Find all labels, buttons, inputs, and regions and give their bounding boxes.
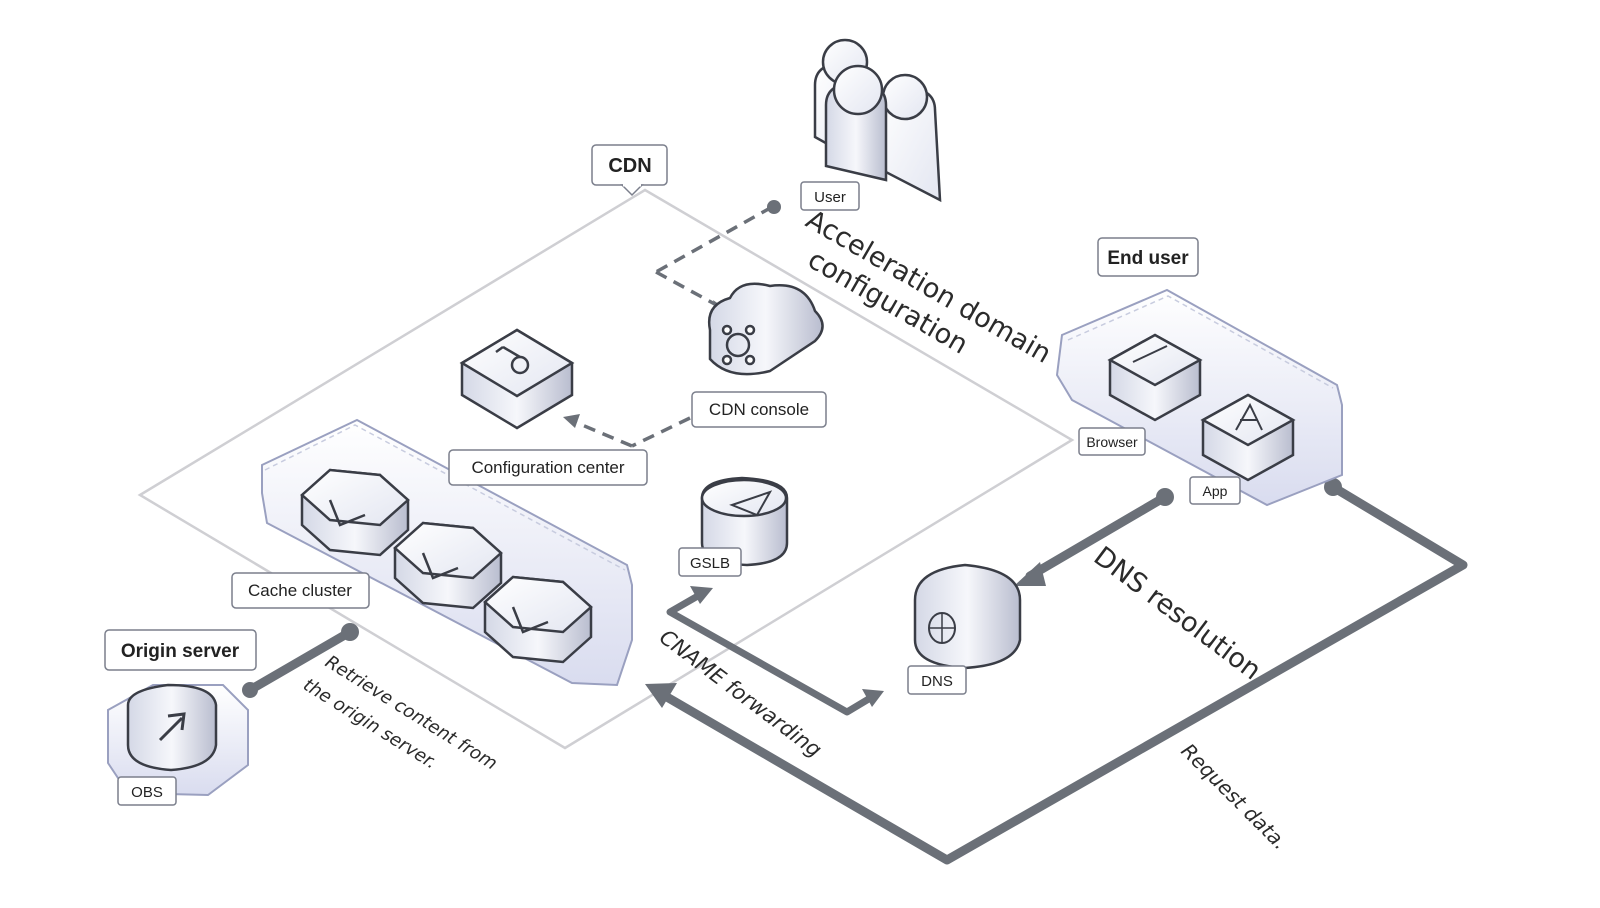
dashed-connectors: [574, 205, 773, 448]
cache-cluster-label: Cache cluster: [231, 572, 370, 609]
obs-label: OBS: [117, 776, 177, 806]
cache-node-icons: [300, 468, 593, 664]
configuration-center-label: Configuration center: [448, 449, 648, 486]
obs-label-text: OBS: [131, 784, 163, 801]
dns-icon: [913, 563, 1022, 670]
callouts: CDN User End user CDN console Configurat…: [104, 144, 1241, 806]
cache-cluster-label-text: Cache cluster: [248, 581, 352, 600]
configuration-center-icon: [459, 328, 575, 430]
dns-label: DNS: [907, 665, 967, 695]
cache-node-1-icon: [300, 468, 410, 557]
request-data-caption: Request data.: [1176, 739, 1292, 855]
browser-icon: [1107, 333, 1203, 422]
user-label-text: User: [814, 189, 846, 206]
cache-node-2-icon: [393, 521, 503, 610]
cdn-console-label-text: CDN console: [709, 400, 809, 419]
user-label: User: [800, 181, 860, 211]
user-group-icon: [813, 38, 942, 203]
cname-forwarding-arrow: [666, 589, 876, 716]
cdn-console-icon: [707, 282, 824, 376]
dns-resolution-caption: DNS resolution: [1088, 541, 1267, 687]
app-label-text: App: [1203, 483, 1228, 499]
retrieve-arrow: [245, 627, 355, 695]
browser-label-text: Browser: [1086, 434, 1138, 450]
end-user-group-label: End user: [1097, 237, 1199, 277]
cache-node-3-icon: [483, 575, 593, 664]
request-data-arrow: [655, 482, 1468, 865]
origin-server-group-title: Origin server: [121, 641, 240, 662]
cdn-panel: [137, 188, 1075, 750]
app-store-icon: [1200, 393, 1296, 482]
app-label: App: [1189, 476, 1241, 505]
flow-arrows: [242, 478, 1468, 865]
end-user-group-title: End user: [1107, 248, 1189, 269]
configuration-center-label-text: Configuration center: [471, 458, 624, 477]
gslb-label: GSLB: [678, 547, 742, 577]
obs-icon: [126, 683, 218, 772]
cdn-group-title: CDN: [608, 155, 651, 177]
dns-label-text: DNS: [921, 673, 953, 690]
end-user-tray: [1055, 288, 1343, 507]
origin-server-group-label: Origin server: [104, 629, 257, 671]
gslb-label-text: GSLB: [690, 555, 730, 572]
cdn-console-label: CDN console: [691, 391, 827, 428]
browser-label: Browser: [1078, 427, 1146, 456]
dns-resolution-arrow: [1025, 492, 1170, 581]
cdn-group-label: CDN: [591, 144, 668, 197]
gslb-icon: [700, 476, 789, 567]
